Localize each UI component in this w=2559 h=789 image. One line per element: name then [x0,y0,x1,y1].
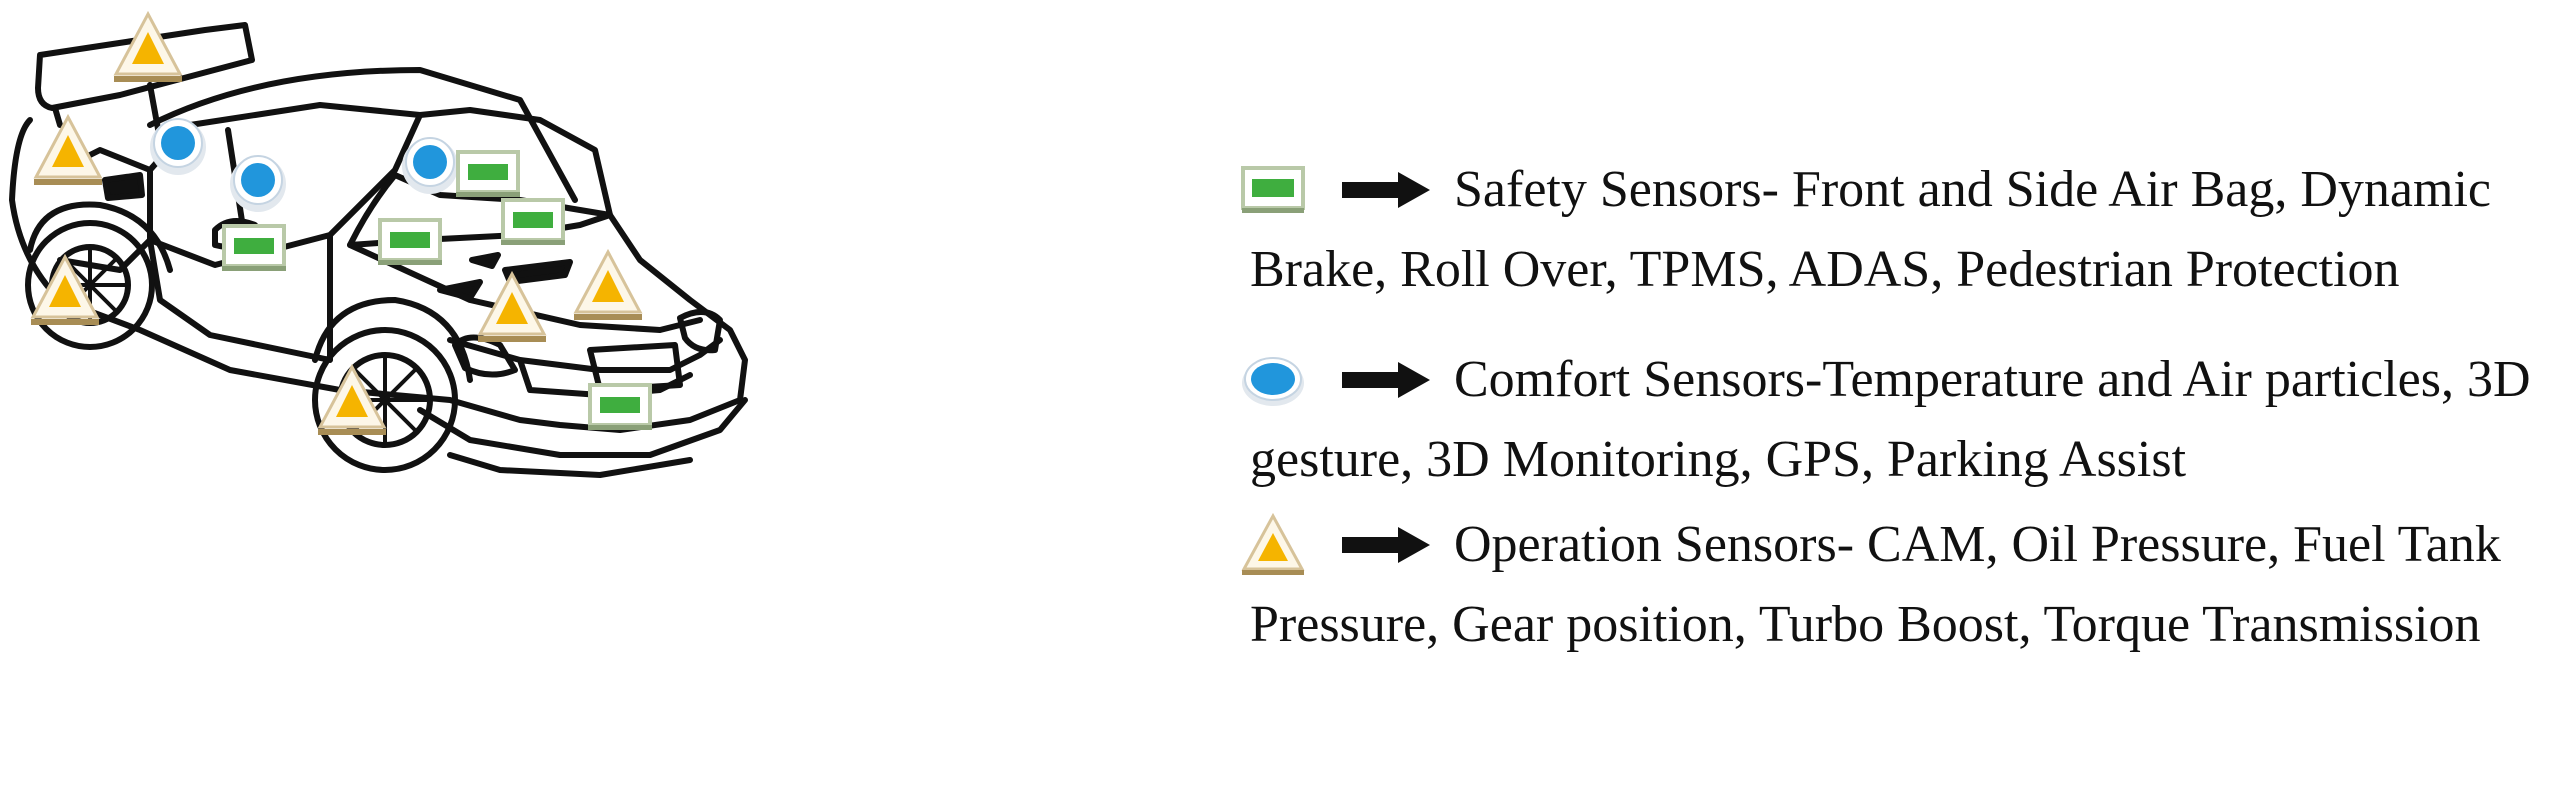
safety-legend-line1: Safety Sensors- Front and Side Air Bag, … [1454,161,2491,218]
left-headlight [452,334,518,378]
car-roof [147,67,578,203]
front-door [147,232,333,363]
rear-wheel [25,220,155,350]
rear-door [57,147,153,273]
safety-sensor-marker [586,383,654,432]
comfort-legend-line2: gesture, 3D Monitoring, GPS, Parking Ass… [1250,431,2187,488]
operation-sensor-marker [572,250,644,322]
operation-legend-line1: Operation Sensors- CAM, Oil Pressure, Fu… [1454,516,2501,573]
legend-comfort: Comfort Sensors-Temperature and Air part… [1240,340,2540,500]
comfort-sensor-marker [401,137,459,195]
operation-sensor-marker [112,12,184,84]
arrow-right-icon [1342,172,1430,208]
hood [347,172,613,248]
green-rectangle-icon [1241,166,1305,213]
arrow-right-icon [1342,527,1430,563]
blue-circle-icon [1242,357,1304,406]
comfort-sensor-marker [229,155,287,213]
operation-legend-line2: Pressure, Gear position, Turbo Boost, To… [1250,596,2481,653]
rear-spoiler [35,22,255,111]
comfort-sensor-marker [149,118,207,176]
safety-sensor-marker [499,198,567,247]
comfort-legend-line1: Comfort Sensors-Temperature and Air part… [1454,351,2531,408]
legend-operation: Operation Sensors- CAM, Oil Pressure, Fu… [1240,505,2540,665]
right-headlight [677,309,723,354]
arrow-right-icon [1342,362,1430,398]
safety-legend-line2: Brake, Roll Over, TPMS, ADAS, Pedestrian… [1250,241,2400,298]
safety-sensor-marker [376,218,444,267]
safety-sensor-marker [454,150,522,199]
operation-sensor-marker [476,272,548,344]
front-wheel [312,327,458,473]
safety-sensor-marker [220,224,288,273]
orange-triangle-icon [1241,513,1305,575]
windshield [392,107,613,218]
car-illustration [9,12,748,478]
grille [587,342,683,393]
side-windows [147,102,423,268]
legend-safety: Safety Sensors- Front and Side Air Bag, … [1240,150,2540,310]
